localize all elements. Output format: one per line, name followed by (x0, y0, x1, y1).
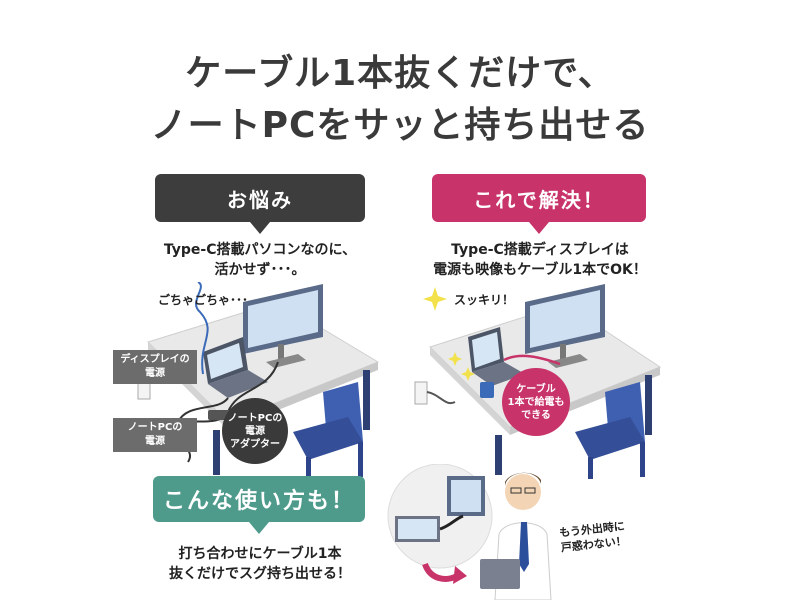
adapter-label-line2: 電源 (244, 425, 265, 437)
chair-seat (293, 417, 363, 460)
usage-title-bubble: こんな使い方も！ (153, 476, 365, 534)
headline-line1: ケーブル1本抜くだけで、 (185, 53, 615, 94)
sparkle-icon (423, 287, 447, 311)
usage-title: こんな使い方も！ (162, 489, 355, 514)
laptop-keyboard (472, 362, 525, 386)
solution-title-bubble: これで解決！ (432, 174, 646, 234)
display-power-label-line2: 電源 (145, 368, 165, 379)
sparkle-icon (448, 352, 462, 366)
laptop-screen-closeup (398, 519, 437, 539)
laptop-screen (472, 332, 500, 368)
coffee-mug (480, 382, 494, 398)
problem-caption-line2: 活かせず･･･。 (214, 262, 306, 278)
chair-leg (306, 457, 311, 479)
desk-edge (430, 347, 510, 435)
desk-leg (645, 375, 652, 435)
usage-caption-line2: 抜くだけでスグ持ち出せる！ (169, 566, 351, 582)
monitor-screen-closeup (451, 480, 481, 512)
laptop-keyboard (208, 370, 268, 398)
bubble-tail (249, 522, 269, 534)
solution-caption: Type-C搭載ディスプレイは 電源も映像もケーブル1本でOK！ (410, 240, 670, 280)
problem-title-bubble: お悩み (155, 174, 365, 234)
adapter-label-line3: アダプター (229, 438, 280, 450)
problem-caption: Type-C搭載パソコンなのに、 活かせず･･･。 (130, 240, 390, 280)
headline-line2: ノートPCをサッと持ち出せる (150, 105, 650, 146)
usage-caption: 打ち合わせにケーブル1本 抜くだけでスグ持ち出せる！ (130, 544, 390, 584)
cable-plug (439, 514, 464, 531)
display-power-label-line1: ディスプレイの (120, 354, 190, 365)
problem-title: お悩み (227, 187, 293, 212)
carried-laptop (480, 559, 520, 589)
mess-text: ごちゃごちゃ･･･ (158, 293, 249, 307)
sparkle-icon (461, 367, 475, 381)
usage-illustration (387, 464, 552, 600)
glasses-icon (524, 487, 536, 494)
desk-leg (363, 370, 370, 430)
solution-caption-line2: 電源も映像もケーブル1本でOK！ (433, 262, 647, 278)
monitor-stand (560, 344, 566, 360)
chair-seat (575, 417, 645, 460)
usage-caption-line1: 打ち合わせにケーブル1本 (178, 546, 342, 562)
messy-desk-illustration (137, 282, 380, 479)
desk-leg (495, 435, 502, 475)
cable-note-line2: 1本で給電も (507, 396, 565, 408)
bubble-tail (250, 222, 270, 234)
power-cord (426, 391, 456, 405)
laptop-screen (207, 343, 243, 379)
chair-leg (588, 457, 593, 479)
bubble-tail (529, 222, 549, 234)
clean-text: スッキリ！ (454, 293, 515, 307)
single-typec-cable (503, 354, 561, 366)
cable-note-circle: ケーブル 1本で給電も できる (502, 368, 570, 436)
solution-caption-line1: Type-C搭載ディスプレイは (451, 242, 629, 258)
cable-note-line1: ケーブル (516, 383, 556, 395)
display-power-label: ディスプレイの 電源 (113, 350, 197, 384)
monitor-base (266, 354, 306, 368)
adapter-label-circle: ノートPCの 電源 アダプター (222, 398, 288, 464)
person-head (505, 474, 541, 510)
monitor-screen (248, 290, 318, 348)
monitor-screen (530, 290, 600, 348)
adapter-label-line1: ノートPCの (227, 412, 283, 424)
squiggle-mark (195, 282, 209, 375)
desk-leg (213, 430, 220, 475)
pc-power-label: ノートPCの 電源 (113, 418, 197, 452)
chair-leg (640, 442, 645, 477)
unplug-arrow-head (453, 566, 467, 584)
cable-note-line3: できる (521, 409, 551, 421)
chair-leg (358, 442, 363, 477)
solution-title: これで解決！ (473, 187, 605, 212)
glasses-icon (510, 487, 522, 494)
monitor-stand (278, 344, 284, 360)
pc-power-label-line1: ノートPCの (127, 422, 183, 433)
necktie (519, 522, 529, 572)
wall-outlet (414, 381, 428, 405)
pc-power-label-line2: 電源 (145, 436, 165, 447)
problem-caption-line1: Type-C搭載パソコンなのに、 (163, 242, 357, 258)
